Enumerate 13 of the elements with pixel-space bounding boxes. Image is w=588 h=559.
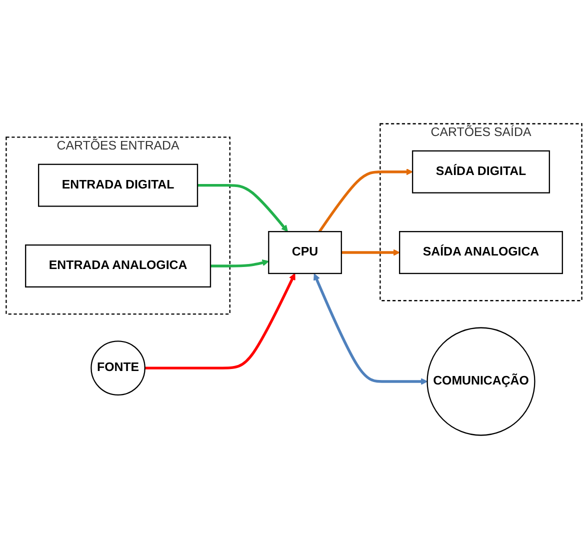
arrow [341,249,400,256]
arrow [318,168,413,232]
arrow [314,273,428,385]
arrow [198,184,288,232]
node-box: SAÍDA ANALOGICA [399,231,563,274]
node-circle: FONTE [90,340,146,396]
arrow [210,259,269,268]
node-box: CPU [268,231,342,274]
arrow [144,273,296,370]
node-box: ENTRADA DIGITAL [38,164,198,207]
node-circle: COMUNICAÇÃO [426,327,536,436]
node-box: ENTRADA ANALOGICA [25,244,212,288]
node-box: SAÍDA DIGITAL [412,150,550,194]
